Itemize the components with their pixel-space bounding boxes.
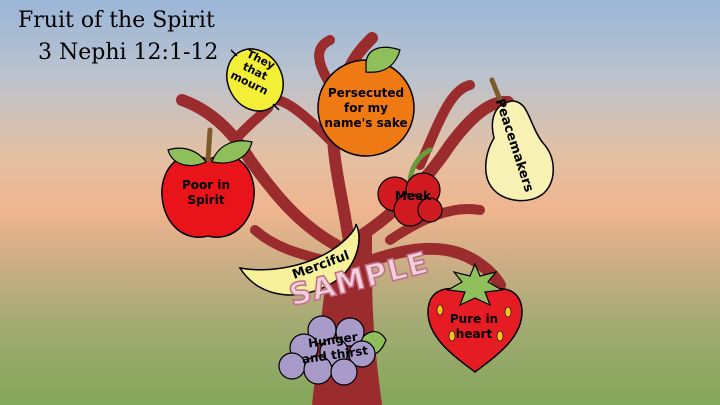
apple-stem <box>205 127 213 163</box>
branch-right <box>356 95 514 241</box>
orange-fruit <box>317 46 415 157</box>
label-meek: Meek <box>394 189 432 203</box>
slide-title: Fruit of the Spirit <box>18 8 215 33</box>
orange-leaf <box>365 46 401 73</box>
pear-stem <box>489 77 503 103</box>
banana-fruit <box>238 223 360 296</box>
grapes-fruit <box>278 315 387 386</box>
lemon-fruit <box>226 48 284 112</box>
label-pure-in-heart: Pure in heart <box>449 312 499 341</box>
apple-fruit <box>161 127 255 238</box>
branch-left <box>176 94 342 251</box>
cherries-fruit <box>377 147 443 227</box>
slide-subtitle: 3 Nephi 12:1-12 <box>38 40 219 65</box>
pear-fruit <box>485 77 554 202</box>
apple-leaf-right <box>211 140 253 164</box>
strawberry-seeds <box>436 304 512 342</box>
branch-right-low <box>362 242 506 291</box>
strawberry-fruit <box>427 262 523 373</box>
label-persecuted: Persecuted for my name's sake <box>324 86 408 130</box>
label-poor-in-spirit: Poor in Spirit <box>181 178 231 207</box>
strawberry-leaves <box>446 262 504 307</box>
apple-leaf-left <box>167 147 207 167</box>
